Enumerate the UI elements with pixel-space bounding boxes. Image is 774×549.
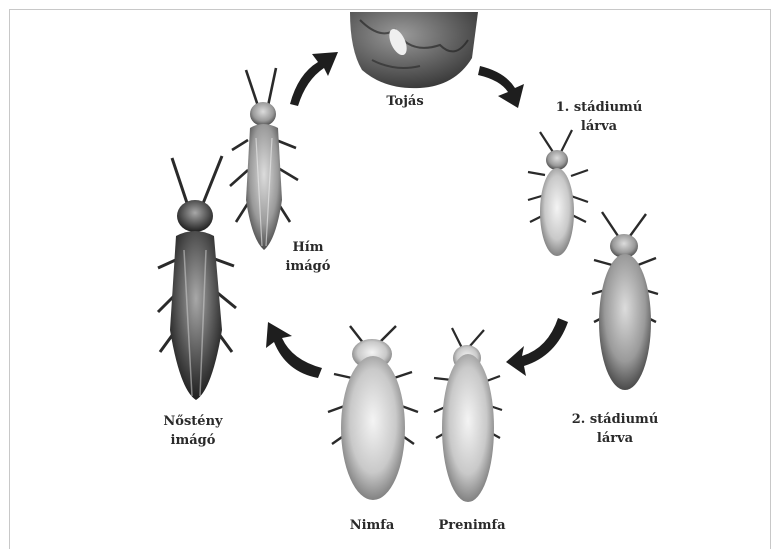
- stage-label-line: Hím: [276, 238, 340, 257]
- stage-label-line: Prenimfa: [432, 516, 512, 535]
- prenymph-illustration: [434, 328, 502, 502]
- male-illustration: [230, 68, 298, 250]
- stage-label-prenymph: Prenimfa: [432, 516, 512, 535]
- larva2-illustration: [592, 212, 658, 390]
- stage-label-line: lárva: [560, 429, 670, 448]
- stage-label-line: imágó: [276, 257, 340, 276]
- nymph-illustration: [328, 326, 418, 500]
- female-illustration: [158, 156, 236, 400]
- stage-label-line: 1. stádiumú: [544, 98, 654, 117]
- stage-label-male: Hím imágó: [276, 238, 340, 276]
- stage-label-line: Nimfa: [340, 516, 404, 535]
- egg-illustration: [350, 12, 478, 88]
- larva1-illustration: [528, 130, 588, 256]
- stage-label-larva2: 2. stádiumú lárva: [560, 410, 670, 448]
- stage-label-larva1: 1. stádiumú lárva: [544, 98, 654, 136]
- stage-label-line: imágó: [148, 431, 238, 450]
- stage-label-egg: Tojás: [370, 92, 440, 111]
- stage-label-line: Tojás: [370, 92, 440, 111]
- stage-label-nymph: Nimfa: [340, 516, 404, 535]
- stage-label-line: lárva: [544, 117, 654, 136]
- stage-label-line: 2. stádiumú: [560, 410, 670, 429]
- stage-label-female: Nőstény imágó: [148, 412, 238, 450]
- stage-label-line: Nőstény: [148, 412, 238, 431]
